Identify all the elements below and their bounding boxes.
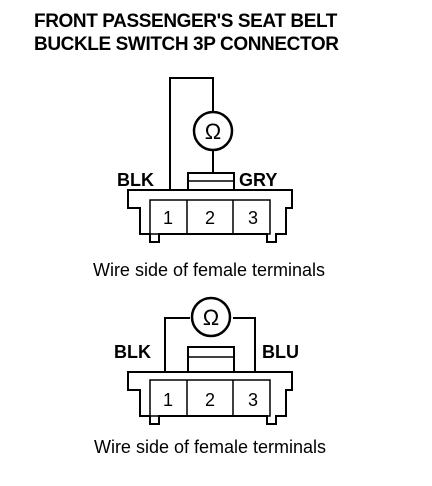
ohmmeter-icon: Ω <box>190 296 232 338</box>
bottom-pin-2: 2 <box>205 390 215 410</box>
top-right-wire-color: GRY <box>239 170 277 190</box>
top-pin-1: 1 <box>163 208 173 228</box>
top-connector-lock-tab <box>187 172 235 192</box>
bottom-connector-lock-tab <box>187 346 235 373</box>
top-pin-3: 3 <box>248 208 258 228</box>
ohm-symbol: Ω <box>205 119 221 144</box>
bottom-right-wire-color: BLU <box>262 342 299 362</box>
ohmmeter-icon: Ω <box>192 110 234 152</box>
top-left-wire-color: BLK <box>117 170 154 190</box>
bottom-caption: Wire side of female terminals <box>94 437 326 457</box>
bottom-probe-wire-right <box>233 317 256 372</box>
bottom-pin-3: 3 <box>248 390 258 410</box>
bottom-left-wire-color: BLK <box>114 342 151 362</box>
bottom-connector-diagram: Ω BLK BLU 1 2 3 Wire side of female term… <box>94 296 326 457</box>
title-line-2: BUCKLE SWITCH 3P CONNECTOR <box>34 34 339 55</box>
top-caption: Wire side of female terminals <box>93 260 325 280</box>
top-probe-wire-left <box>169 77 214 190</box>
bottom-probe-wire-left <box>164 317 190 372</box>
bottom-pin-1: 1 <box>163 390 173 410</box>
title-line-1: FRONT PASSENGER'S SEAT BELT <box>34 11 338 32</box>
ohm-symbol: Ω <box>203 305 219 330</box>
top-connector-diagram: Ω BLK GRY 1 2 3 Wire side of female term… <box>93 77 325 280</box>
diagram-title: FRONT PASSENGER'S SEAT BELT BUCKLE SWITC… <box>34 10 414 56</box>
top-pin-2: 2 <box>205 208 215 228</box>
